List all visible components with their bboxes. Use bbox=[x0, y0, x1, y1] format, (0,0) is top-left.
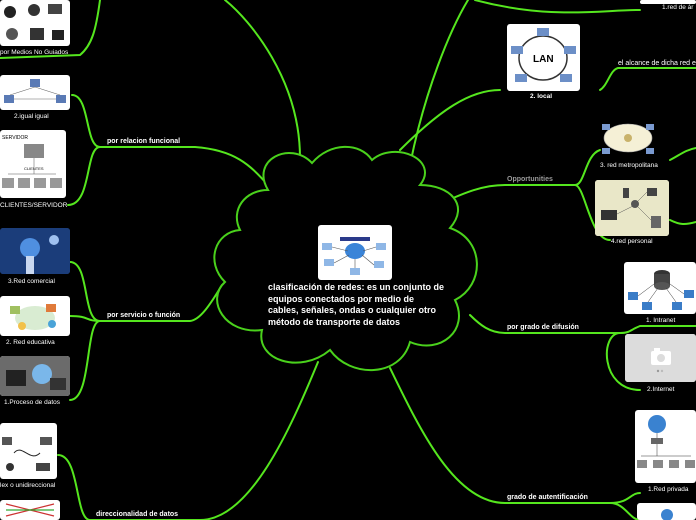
branch-autentificacion[interactable]: grado de autentificación bbox=[507, 494, 588, 501]
caption-red-privada: 1.Red privada bbox=[648, 486, 689, 493]
no-guiados-image bbox=[0, 0, 70, 46]
branch-servicio-funcion[interactable]: por servicio o función bbox=[107, 312, 181, 319]
caption-red-de: 1.red de ár bbox=[662, 4, 694, 11]
branch-opportunities[interactable]: Opportunities bbox=[507, 176, 553, 183]
servidor-label: SERVIDOR bbox=[2, 135, 28, 141]
personal-image bbox=[595, 180, 669, 236]
caption-igual-igual: 2.igual igual bbox=[14, 113, 49, 120]
caption-proceso-datos: 1.Proceso de datos bbox=[4, 399, 61, 406]
central-network-image bbox=[318, 225, 392, 280]
duplex-image bbox=[0, 500, 60, 520]
caption-no-guiados: por Medios No Guiados bbox=[0, 49, 69, 56]
red-publica-image bbox=[637, 503, 696, 520]
link-no-guiados bbox=[0, 0, 101, 59]
red-privada-image bbox=[635, 410, 696, 483]
caption-metropolitana: 3. red metropolitana bbox=[600, 162, 658, 169]
igual-igual-image bbox=[0, 75, 70, 110]
caption-intranet: 1. Intranet bbox=[646, 317, 676, 324]
red-educativa-image bbox=[0, 296, 70, 336]
link-difusion bbox=[469, 314, 621, 334]
caption-red-educativa: 2. Red educativa bbox=[6, 339, 55, 346]
branch-relacion-funcional[interactable]: por relacion funcional bbox=[107, 138, 181, 145]
lan-label: LAN bbox=[533, 54, 554, 65]
link-direccionalidad bbox=[89, 361, 319, 520]
link-opportunities bbox=[436, 184, 576, 206]
link-top-right bbox=[409, 0, 469, 166]
branch-direccionalidad[interactable]: direccionalidad de datos bbox=[96, 511, 179, 518]
metropolitana-image bbox=[598, 118, 658, 160]
branch-difusion[interactable]: por grado de difusión bbox=[507, 324, 579, 331]
branch-alcance[interactable]: el alcance de dicha red e bbox=[618, 60, 696, 67]
caption-local: 2. local bbox=[530, 93, 553, 100]
caption-personal: 4.red personal bbox=[611, 238, 653, 245]
caption-internet: 2.Internet bbox=[647, 386, 675, 393]
link-top-left bbox=[224, 0, 301, 159]
intranet-image bbox=[624, 262, 696, 314]
central-topic-text[interactable]: clasificación de redes: es un conjunto d… bbox=[268, 282, 445, 327]
link-local bbox=[399, 89, 501, 151]
caption-simplex: lex o unidireccional bbox=[0, 482, 56, 489]
caption-cliente-servidor: CLIENTES/SERVIDOR bbox=[0, 202, 68, 209]
caption-red-comercial: 3.Red comercial bbox=[8, 278, 55, 285]
lan-image: LAN bbox=[507, 24, 580, 91]
proceso-datos-image bbox=[0, 356, 70, 396]
simplex-image bbox=[0, 423, 57, 479]
internet-image-placeholder bbox=[625, 334, 696, 382]
red-de-area-image bbox=[640, 0, 696, 4]
link-autentificacion bbox=[389, 367, 611, 504]
red-comercial-image bbox=[0, 228, 70, 274]
cliente-servidor-image: SERVIDOR CLIENTES bbox=[0, 130, 66, 198]
link-relacion-funcional bbox=[99, 146, 269, 186]
